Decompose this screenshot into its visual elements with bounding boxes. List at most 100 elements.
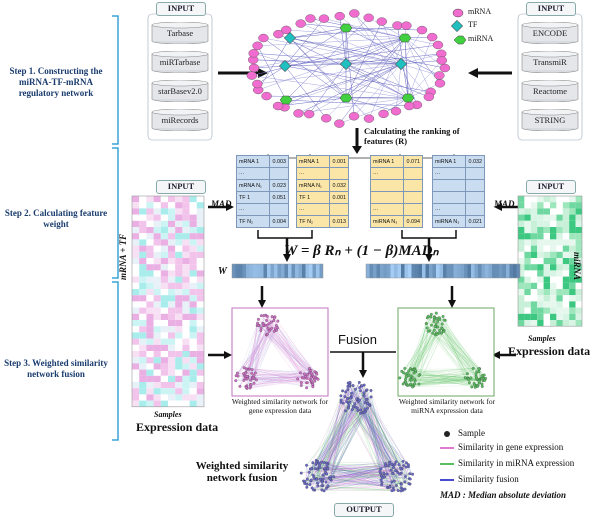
sample-node [355, 406, 359, 410]
sample-node [369, 395, 373, 399]
table-cell [269, 167, 289, 180]
sample-node [315, 372, 319, 376]
sample-node [409, 374, 413, 378]
sample-node [394, 469, 397, 473]
sample-node [314, 461, 318, 465]
mrna-node [334, 119, 345, 128]
sample-node [400, 482, 403, 486]
sample-node [465, 372, 469, 376]
mrna-node [432, 40, 444, 50]
sample-node [320, 460, 324, 464]
sample-node [407, 482, 411, 486]
mrna-node [295, 19, 306, 28]
sample-node [299, 471, 303, 475]
fused-similarity-network [299, 380, 415, 493]
sample-node [356, 409, 360, 413]
table-cell: 0.013 [329, 215, 349, 228]
table-cell: 0.001 [329, 191, 349, 204]
sample-node [253, 371, 257, 375]
sample-node [426, 314, 430, 318]
sample-node [238, 384, 242, 388]
sample-node [364, 398, 368, 401]
sample-node [359, 408, 362, 412]
mirna-node [339, 23, 353, 33]
sample-node [366, 402, 370, 406]
mrna-node [390, 106, 402, 116]
sample-node [351, 384, 355, 387]
fusion-label: Fusion [338, 332, 378, 347]
expr-left-label: Expression data [136, 420, 219, 434]
sample-node [296, 377, 300, 381]
sample-node [357, 380, 361, 384]
sample-node [257, 317, 260, 321]
mrna-node [423, 92, 435, 102]
sample-node [306, 372, 309, 376]
database-left_dbs-2: starBasev2.0 [151, 80, 209, 102]
legend-gene-label: Similarity in gene expression [458, 442, 564, 452]
database-label: starBasev2.0 [158, 86, 202, 96]
mrna-node [401, 21, 412, 30]
w-label: W [218, 266, 227, 277]
table-cell: miRNA N₃ [432, 215, 466, 228]
sample-node [249, 378, 253, 382]
sample-node [403, 480, 407, 484]
sample-node [355, 397, 359, 401]
table-cell [465, 203, 485, 216]
sample-node [298, 371, 302, 375]
sample-node [305, 386, 309, 390]
legend-mirna-label-bottom: Similarity in miRNA expression [458, 458, 575, 468]
sample-node [426, 329, 430, 333]
mirna-similarity-network [398, 311, 487, 389]
mirna-network-caption: Weighted similarity network for miRNA ex… [398, 397, 496, 415]
table-cell: TF 1 [296, 191, 330, 204]
expr-right-label: Expression data [508, 344, 591, 358]
sample-node [429, 315, 433, 319]
mrna-node [348, 112, 360, 121]
sample-node [380, 481, 384, 484]
legend-tf-node [450, 19, 464, 33]
sample-node [236, 374, 240, 378]
sample-node [318, 466, 322, 469]
sample-node [388, 461, 392, 465]
sample-node [431, 331, 435, 335]
sample-node [320, 484, 324, 488]
table-cell: TF N₂ [236, 215, 270, 228]
sample-node [315, 477, 319, 481]
sample-node [408, 472, 412, 476]
sample-node [305, 463, 308, 467]
sample-node [265, 332, 269, 336]
sample-node [436, 319, 440, 323]
sample-node [358, 386, 362, 389]
table-cell: ··· [432, 167, 466, 180]
sample-node [270, 315, 274, 318]
mrna-node [272, 101, 284, 111]
sample-node [261, 323, 265, 327]
sample-node [348, 400, 352, 404]
sample-node [429, 312, 433, 316]
table-cell: miRNA 1 [370, 155, 404, 168]
sample-node [316, 377, 320, 381]
sample-node [407, 373, 410, 377]
sample-node [390, 480, 394, 484]
sample-node [259, 329, 263, 333]
sample-node [404, 377, 407, 381]
weight-bar-gene [231, 263, 324, 279]
table-cell [403, 179, 423, 192]
sample-node [391, 472, 395, 476]
mrna-node [252, 79, 263, 89]
sample-node [402, 464, 406, 467]
sample-node [313, 370, 317, 374]
sample-node [401, 382, 405, 386]
sample-node [480, 385, 484, 388]
table-cell: miRNA 1 [432, 155, 466, 168]
sample-node [259, 314, 263, 318]
sample-node [434, 311, 438, 315]
database-label: Reactome [533, 86, 567, 96]
table-cell: ··· [296, 203, 330, 216]
sample-node [404, 375, 408, 379]
sample-node [382, 475, 386, 479]
sample-node [406, 384, 409, 387]
table-cell [403, 203, 423, 216]
mirna-node [398, 33, 412, 43]
